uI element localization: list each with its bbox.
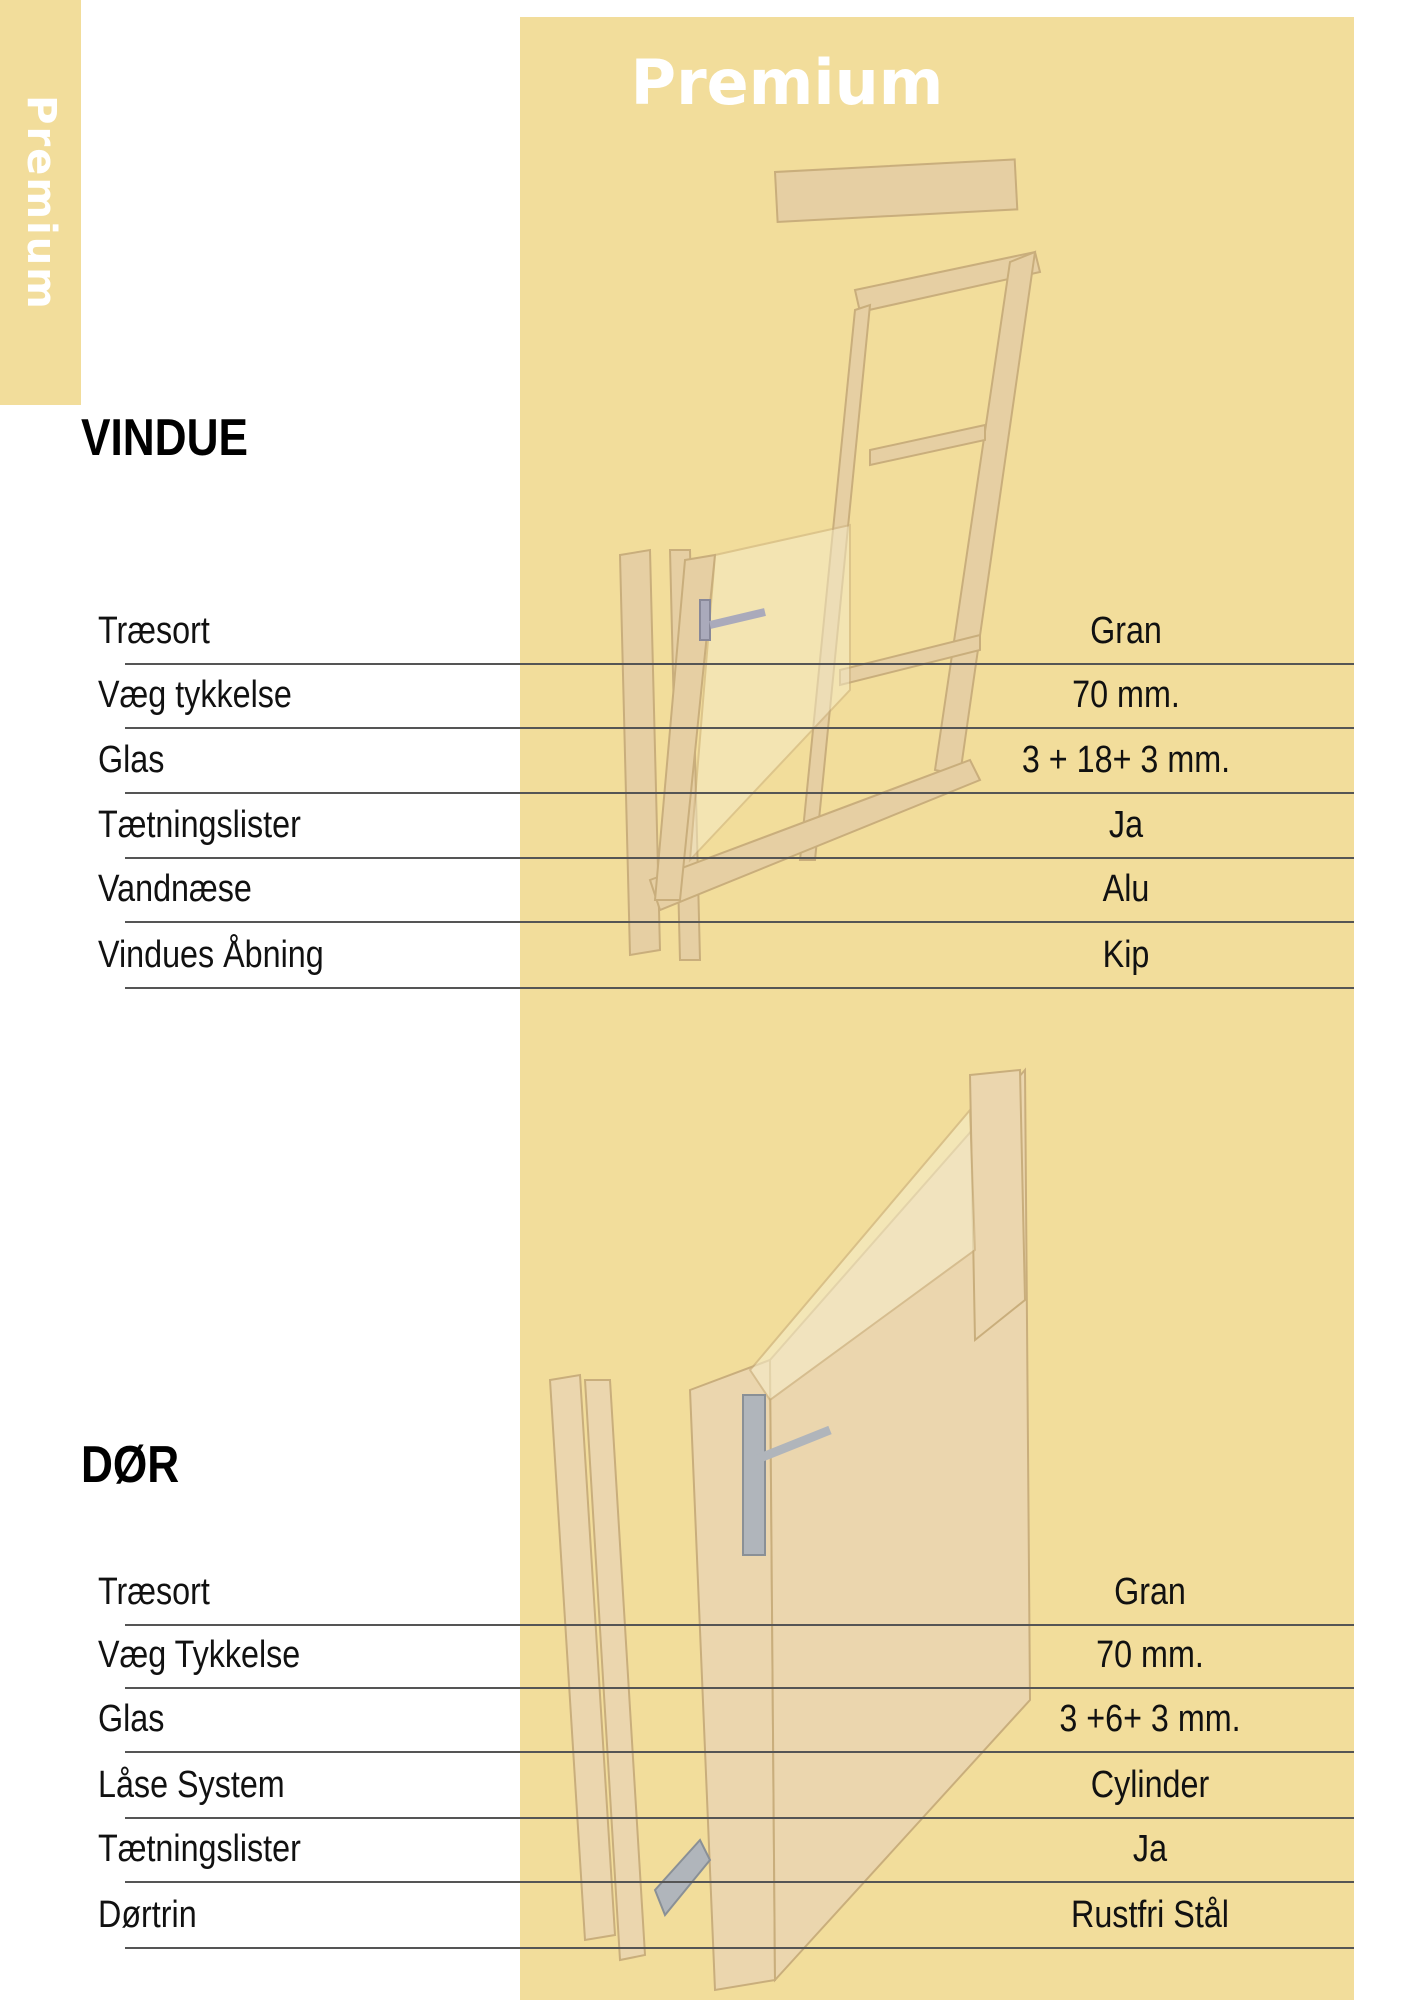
spec-label: Låse System bbox=[98, 1764, 285, 1806]
door-heading: DØR bbox=[81, 1436, 180, 1494]
spec-value: 70 mm. bbox=[1072, 674, 1180, 716]
spec-label: Træsort bbox=[98, 1571, 210, 1613]
window-illustration bbox=[618, 158, 1042, 961]
divider bbox=[125, 1947, 1354, 1949]
divider bbox=[125, 1751, 1354, 1753]
divider bbox=[125, 1687, 1354, 1689]
spec-row: Vindues Åbning Kip bbox=[0, 929, 1414, 989]
divider bbox=[125, 987, 1354, 989]
spec-label: Væg tykkelse bbox=[98, 674, 292, 716]
divider bbox=[125, 727, 1354, 729]
divider bbox=[125, 1881, 1354, 1883]
spec-row: Væg tykkelse 70 mm. bbox=[0, 669, 1414, 729]
spec-row: Tætningslister Ja bbox=[0, 1823, 1414, 1883]
spec-label: Glas bbox=[98, 1698, 165, 1740]
spec-row: Tætningslister Ja bbox=[0, 799, 1414, 859]
spec-value: Kip bbox=[1102, 934, 1150, 976]
page-title: Premium bbox=[630, 46, 944, 119]
spec-label: Dørtrin bbox=[98, 1894, 197, 1936]
spec-value: Gran bbox=[1114, 1571, 1186, 1613]
spec-label: Væg Tykkelse bbox=[98, 1634, 301, 1676]
tab-label: Premium bbox=[17, 94, 64, 311]
spec-value: 3 + 18+ 3 mm. bbox=[1021, 739, 1231, 781]
divider bbox=[125, 857, 1354, 859]
divider bbox=[125, 1817, 1354, 1819]
spec-row: Vandnæse Alu bbox=[0, 863, 1414, 923]
divider bbox=[125, 663, 1354, 665]
window-heading: VINDUE bbox=[81, 409, 249, 467]
spec-value: Ja bbox=[1108, 804, 1144, 846]
premium-tab: Premium bbox=[0, 0, 81, 405]
spec-row: Dørtrin Rustfri Stål bbox=[0, 1889, 1414, 1949]
spec-value: 70 mm. bbox=[1096, 1634, 1204, 1676]
spec-row: Træsort Gran bbox=[0, 605, 1414, 665]
spec-label: Vandnæse bbox=[98, 868, 252, 910]
divider bbox=[125, 792, 1354, 794]
spec-label: Træsort bbox=[98, 610, 210, 652]
spec-label: Vindues Åbning bbox=[98, 934, 324, 976]
spec-label: Tætningslister bbox=[98, 804, 301, 846]
divider bbox=[125, 921, 1354, 923]
divider bbox=[125, 1624, 1354, 1626]
spec-row: Træsort Gran bbox=[0, 1566, 1414, 1626]
spec-value: Rustfri Stål bbox=[1071, 1894, 1229, 1936]
spec-value: Gran bbox=[1090, 610, 1162, 652]
spec-row: Væg Tykkelse 70 mm. bbox=[0, 1629, 1414, 1689]
spec-row: Låse System Cylinder bbox=[0, 1759, 1414, 1819]
spec-label: Glas bbox=[98, 739, 165, 781]
spec-value: Alu bbox=[1102, 868, 1150, 910]
spec-value: Cylinder bbox=[1090, 1764, 1210, 1806]
spec-row: Glas 3 +6+ 3 mm. bbox=[0, 1693, 1414, 1753]
spec-row: Glas 3 + 18+ 3 mm. bbox=[0, 734, 1414, 794]
spec-value: Ja bbox=[1132, 1828, 1168, 1870]
spec-label: Tætningslister bbox=[98, 1828, 301, 1870]
spec-value: 3 +6+ 3 mm. bbox=[1059, 1698, 1241, 1740]
